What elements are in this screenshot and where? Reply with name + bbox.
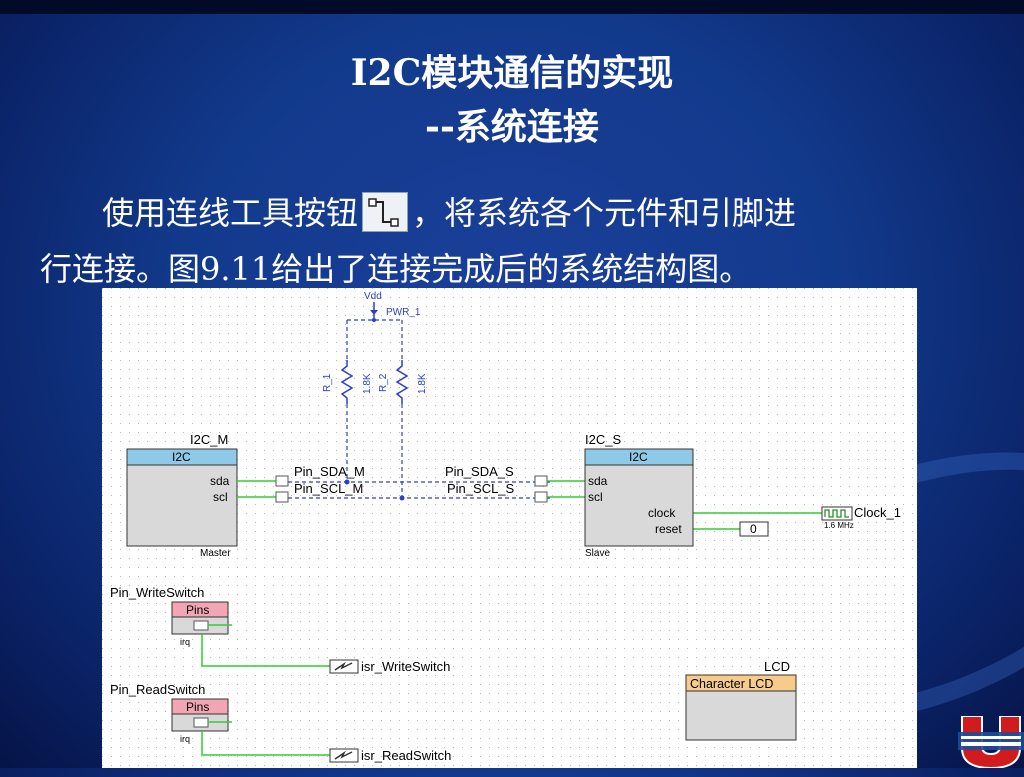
readswitch-irq: irq <box>180 734 190 744</box>
i2c-master-type: I2C <box>172 450 191 464</box>
i2c-slave-instance: I2C_S <box>585 432 621 447</box>
lcd-type: Character LCD <box>690 677 773 691</box>
writeswitch-irq: irq <box>180 637 190 647</box>
vdd-label: Vdd <box>364 291 382 302</box>
master-pin-sda: sda <box>210 474 230 488</box>
master-pin-scl: scl <box>213 490 228 504</box>
reset-value: 0 <box>750 522 757 536</box>
i2c-master-instance: I2C_M <box>190 432 228 447</box>
pin-scl-m[interactable]: Pin_SCL_M <box>275 481 363 503</box>
r2-value: 1.8K <box>417 373 428 394</box>
resistor-r1[interactable]: R_1 1.8K <box>322 360 373 404</box>
pin-readswitch-block[interactable]: Pin_ReadSwitch Pins irq <box>110 682 229 744</box>
sda-junction <box>344 479 350 485</box>
pin-sda-s-label: Pin_SDA_S <box>445 464 514 479</box>
isr-readswitch[interactable]: isr_ReadSwitch <box>329 748 451 763</box>
pin-scl-s-label: Pin_SCL_S <box>447 481 515 496</box>
clock-frequency: 1.6 MHz <box>824 521 854 530</box>
pin-writeswitch-block[interactable]: Pin_WriteSwitch Pins irq <box>110 585 229 647</box>
writeswitch-name: Pin_WriteSwitch <box>110 585 204 600</box>
readswitch-type: Pins <box>186 700 209 714</box>
isr-icon <box>334 661 353 671</box>
vdd-power-symbol[interactable]: Vdd PWR_1 <box>364 291 421 322</box>
slide-title: I2C模块通信的实现 <box>350 52 674 94</box>
slave-pin-clock: clock <box>648 506 676 520</box>
slide-subtitle: --系统连接 <box>425 106 599 148</box>
pwr-label: PWR_1 <box>386 307 421 318</box>
body-line-1-after: ，将系统各个元件和引脚进 <box>412 194 797 232</box>
resistor-r2[interactable]: R_2 1.8K <box>378 360 428 404</box>
i2c-slave-block[interactable]: I2C_S I2C sda scl clock reset Slave <box>584 432 694 559</box>
r2-name: R_2 <box>378 373 389 392</box>
isr-icon <box>334 750 353 760</box>
r1-name: R_1 <box>322 373 333 392</box>
top-bar <box>0 0 1024 14</box>
character-lcd-block[interactable]: LCD Character LCD <box>685 659 797 741</box>
isr-writeswitch-label: isr_WriteSwitch <box>361 659 450 674</box>
slave-pin-scl: scl <box>588 490 603 504</box>
writeswitch-type: Pins <box>186 603 209 617</box>
master-wires <box>237 480 276 498</box>
isr-writeswitch[interactable]: isr_WriteSwitch <box>329 659 450 674</box>
body-line-1-before: 使用连线工具按钮 <box>102 194 359 232</box>
readswitch-name: Pin_ReadSwitch <box>110 682 205 697</box>
pin-sda-m[interactable]: Pin_SDA_M <box>275 464 365 487</box>
i2c-master-block[interactable]: I2C_M I2C sda scl Master <box>126 432 238 559</box>
lcd-instance: LCD <box>764 659 790 674</box>
clock-icon <box>824 509 849 518</box>
reset-constant[interactable]: 0 <box>739 521 769 537</box>
writeswitch-wires <box>201 624 330 667</box>
master-mode-label: Master <box>200 548 231 559</box>
readswitch-wires <box>201 721 330 756</box>
pin-sda-m-label: Pin_SDA_M <box>294 464 365 479</box>
i2c-slave-type: I2C <box>629 450 648 464</box>
isr-readswitch-label: isr_ReadSwitch <box>361 748 451 763</box>
wire-tool-icon <box>362 191 409 232</box>
clock-name: Clock_1 <box>854 505 901 520</box>
scl-junction <box>399 495 405 501</box>
pin-scl-m-label: Pin_SCL_M <box>294 481 363 496</box>
slave-pin-sda: sda <box>588 474 608 488</box>
clock-component[interactable]: Clock_1 1.6 MHz <box>821 505 901 530</box>
slave-mode-label: Slave <box>585 548 610 559</box>
slave-pin-reset: reset <box>655 522 682 536</box>
r1-value: 1.8K <box>362 373 373 394</box>
body-line-1: 使用连线工具按钮 ，将系统各个元件和引脚进 <box>102 188 796 236</box>
university-alliance-logo <box>958 715 1024 770</box>
pullup-net <box>288 319 550 499</box>
schematic-canvas[interactable]: Vdd PWR_1 R_1 1.8K R_2 1.8K <box>102 288 917 768</box>
pin-sda-s[interactable]: Pin_SDA_S <box>445 464 548 487</box>
body-line-2: 行连接。图9.11给出了连接完成后的系统结构图。 <box>40 250 752 288</box>
slave-wires <box>547 480 822 530</box>
